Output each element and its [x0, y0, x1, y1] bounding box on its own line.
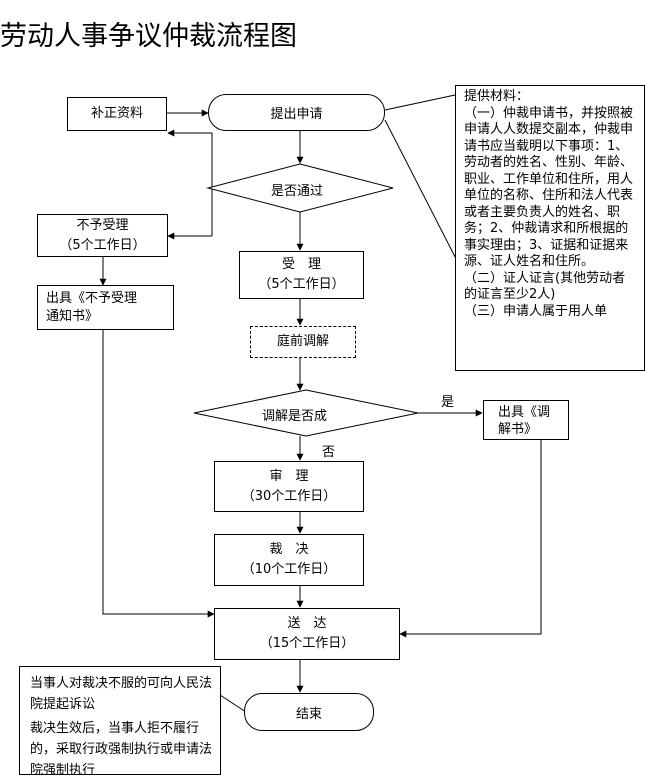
mediation-doc-box: 出具《调 解书》: [483, 400, 569, 440]
reject-notice-box: 出具《不予受理 通知书》: [37, 285, 174, 330]
trial-title: 审 理: [269, 468, 309, 484]
mediation-decision-label: 调解是否成: [262, 409, 328, 424]
materials-item-3: （三）申请人属于用人单: [464, 303, 608, 319]
reject-duration: （5个工作日）: [59, 237, 146, 253]
reject-notice-line2: 通知书》: [46, 309, 99, 324]
mediation-diamond: [193, 389, 419, 437]
materials-item-2: （二）证人证言(其他劳动者的证言至少2人): [464, 270, 626, 303]
end-label: 结束: [295, 706, 322, 722]
appeal-note: 当事人对裁决不服的可向人民法院提起诉讼 裁决生效后，当事人拒不履行的，采取行政强…: [19, 666, 221, 775]
callout-line-top: [384, 94, 456, 111]
callout-line-end: [219, 694, 247, 713]
arrow-notice-to-deliver: [102, 330, 215, 618]
accept-box: 受 理 （5个工作日）: [239, 251, 364, 299]
pre-mediation-box: 庭前调解: [250, 326, 356, 358]
no-label: 否: [322, 445, 336, 460]
deliver-duration: （15个工作日）: [259, 636, 355, 651]
check-label: 是否通过: [271, 184, 324, 199]
trial-box: 审 理 （30个工作日）: [214, 461, 364, 512]
ruling-title: 裁 决: [269, 542, 309, 557]
reject-box: 不予受理 （5个工作日）: [37, 214, 168, 257]
reject-notice-line1: 出具《不予受理: [46, 291, 138, 306]
materials-heading: 提供材料：: [464, 89, 530, 104]
arrow-check-to-supplement: [167, 129, 213, 186]
arrow-mediation-doc-to-deliver: [399, 440, 542, 638]
reject-title: 不予受理: [76, 217, 129, 233]
apply-label: 提出申请: [270, 107, 323, 122]
trial-duration: （30个工作日）: [241, 488, 337, 504]
supplement-box: 补正资料: [67, 97, 167, 131]
pre-mediation-label: 庭前调解: [276, 334, 329, 349]
appeal-line-1: 当事人对裁决不服的可向人民法院提起诉讼: [30, 676, 213, 712]
yes-label: 是: [441, 395, 455, 410]
ruling-duration: （10个工作日）: [241, 562, 337, 577]
check-diamond: [206, 163, 394, 213]
deliver-title: 送 达: [287, 616, 327, 631]
materials-item-1: （一）仲裁申请书，并按照被申请人人数提交副本，仲裁申请书应当载明以下事项：1、劳…: [464, 105, 634, 270]
accept-duration: （5个工作日）: [258, 277, 345, 292]
deliver-box: 送 达 （15个工作日）: [214, 608, 400, 660]
accept-title: 受 理: [281, 257, 321, 272]
mediation-doc-line2: 解书》: [498, 422, 538, 437]
supplement-label: 补正资料: [90, 106, 143, 121]
materials-note: 提供材料： （一）仲裁申请书，并按照被申请人人数提交副本，仲裁申请书应当载明以下…: [455, 85, 645, 371]
apply-node: 提出申请: [208, 94, 385, 131]
appeal-line-2: 裁决生效后，当事人拒不履行的，采取行政强制执行或申请法院强制执行: [30, 721, 213, 775]
end-node: 结束: [244, 693, 374, 731]
mediation-doc-line1: 出具《调: [498, 405, 551, 420]
page-title: 劳动人事争议仲裁流程图: [0, 21, 297, 52]
ruling-box: 裁 决 （10个工作日）: [214, 534, 364, 586]
